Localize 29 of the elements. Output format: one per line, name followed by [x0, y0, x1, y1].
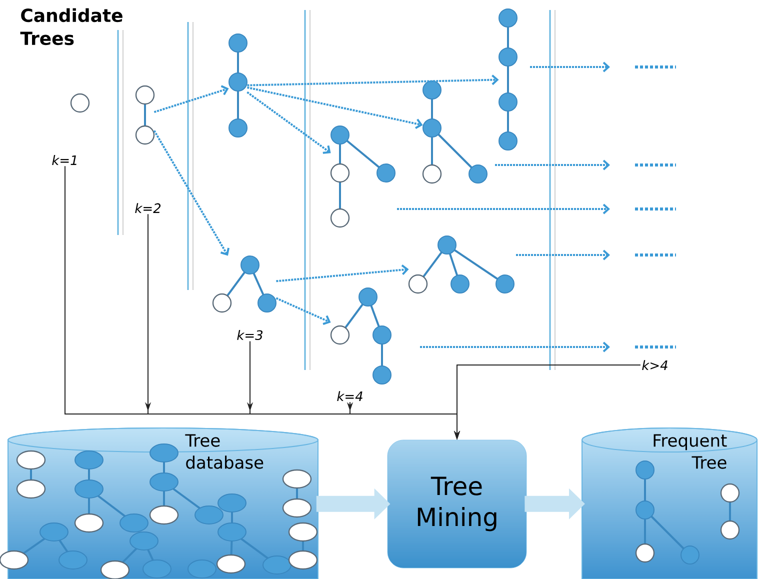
- dotted-arrow: [397, 204, 610, 214]
- dotted-arrow: [247, 74, 499, 86]
- dotted-arrow: [246, 91, 331, 154]
- k-label: k=2: [135, 203, 161, 213]
- tree-drawing: [408, 236, 514, 294]
- tree-drawing: [330, 126, 396, 228]
- dotted-arrow: [153, 130, 230, 256]
- dotted-arrow: [420, 342, 610, 352]
- k-label: k>4: [642, 360, 668, 370]
- tree-drawing: [330, 288, 392, 384]
- dotted-arrow: [154, 85, 229, 114]
- title: Candidate Trees: [20, 8, 122, 46]
- tree-drawing: [228, 34, 248, 138]
- process-box: Tree Mining: [387, 440, 527, 568]
- dotted-arrow: [530, 62, 610, 72]
- tree-drawing: [135, 85, 155, 145]
- dotted-arrow: [516, 250, 610, 260]
- tree-drawing: [422, 80, 488, 184]
- dotted-arrow: [276, 297, 331, 325]
- tree-drawing: [498, 8, 518, 150]
- dotted-arrow: [247, 86, 423, 129]
- circle-node: [70, 93, 90, 113]
- k-label: k=4: [337, 391, 362, 401]
- tree-drawing: [212, 256, 276, 313]
- dotted-arrow: [276, 264, 409, 282]
- k-label: k=3: [237, 330, 262, 340]
- dotted-arrow: [495, 160, 610, 170]
- frequent-tree-cylinder: Frequent Tree: [582, 428, 758, 579]
- k-label: k=1: [52, 155, 76, 165]
